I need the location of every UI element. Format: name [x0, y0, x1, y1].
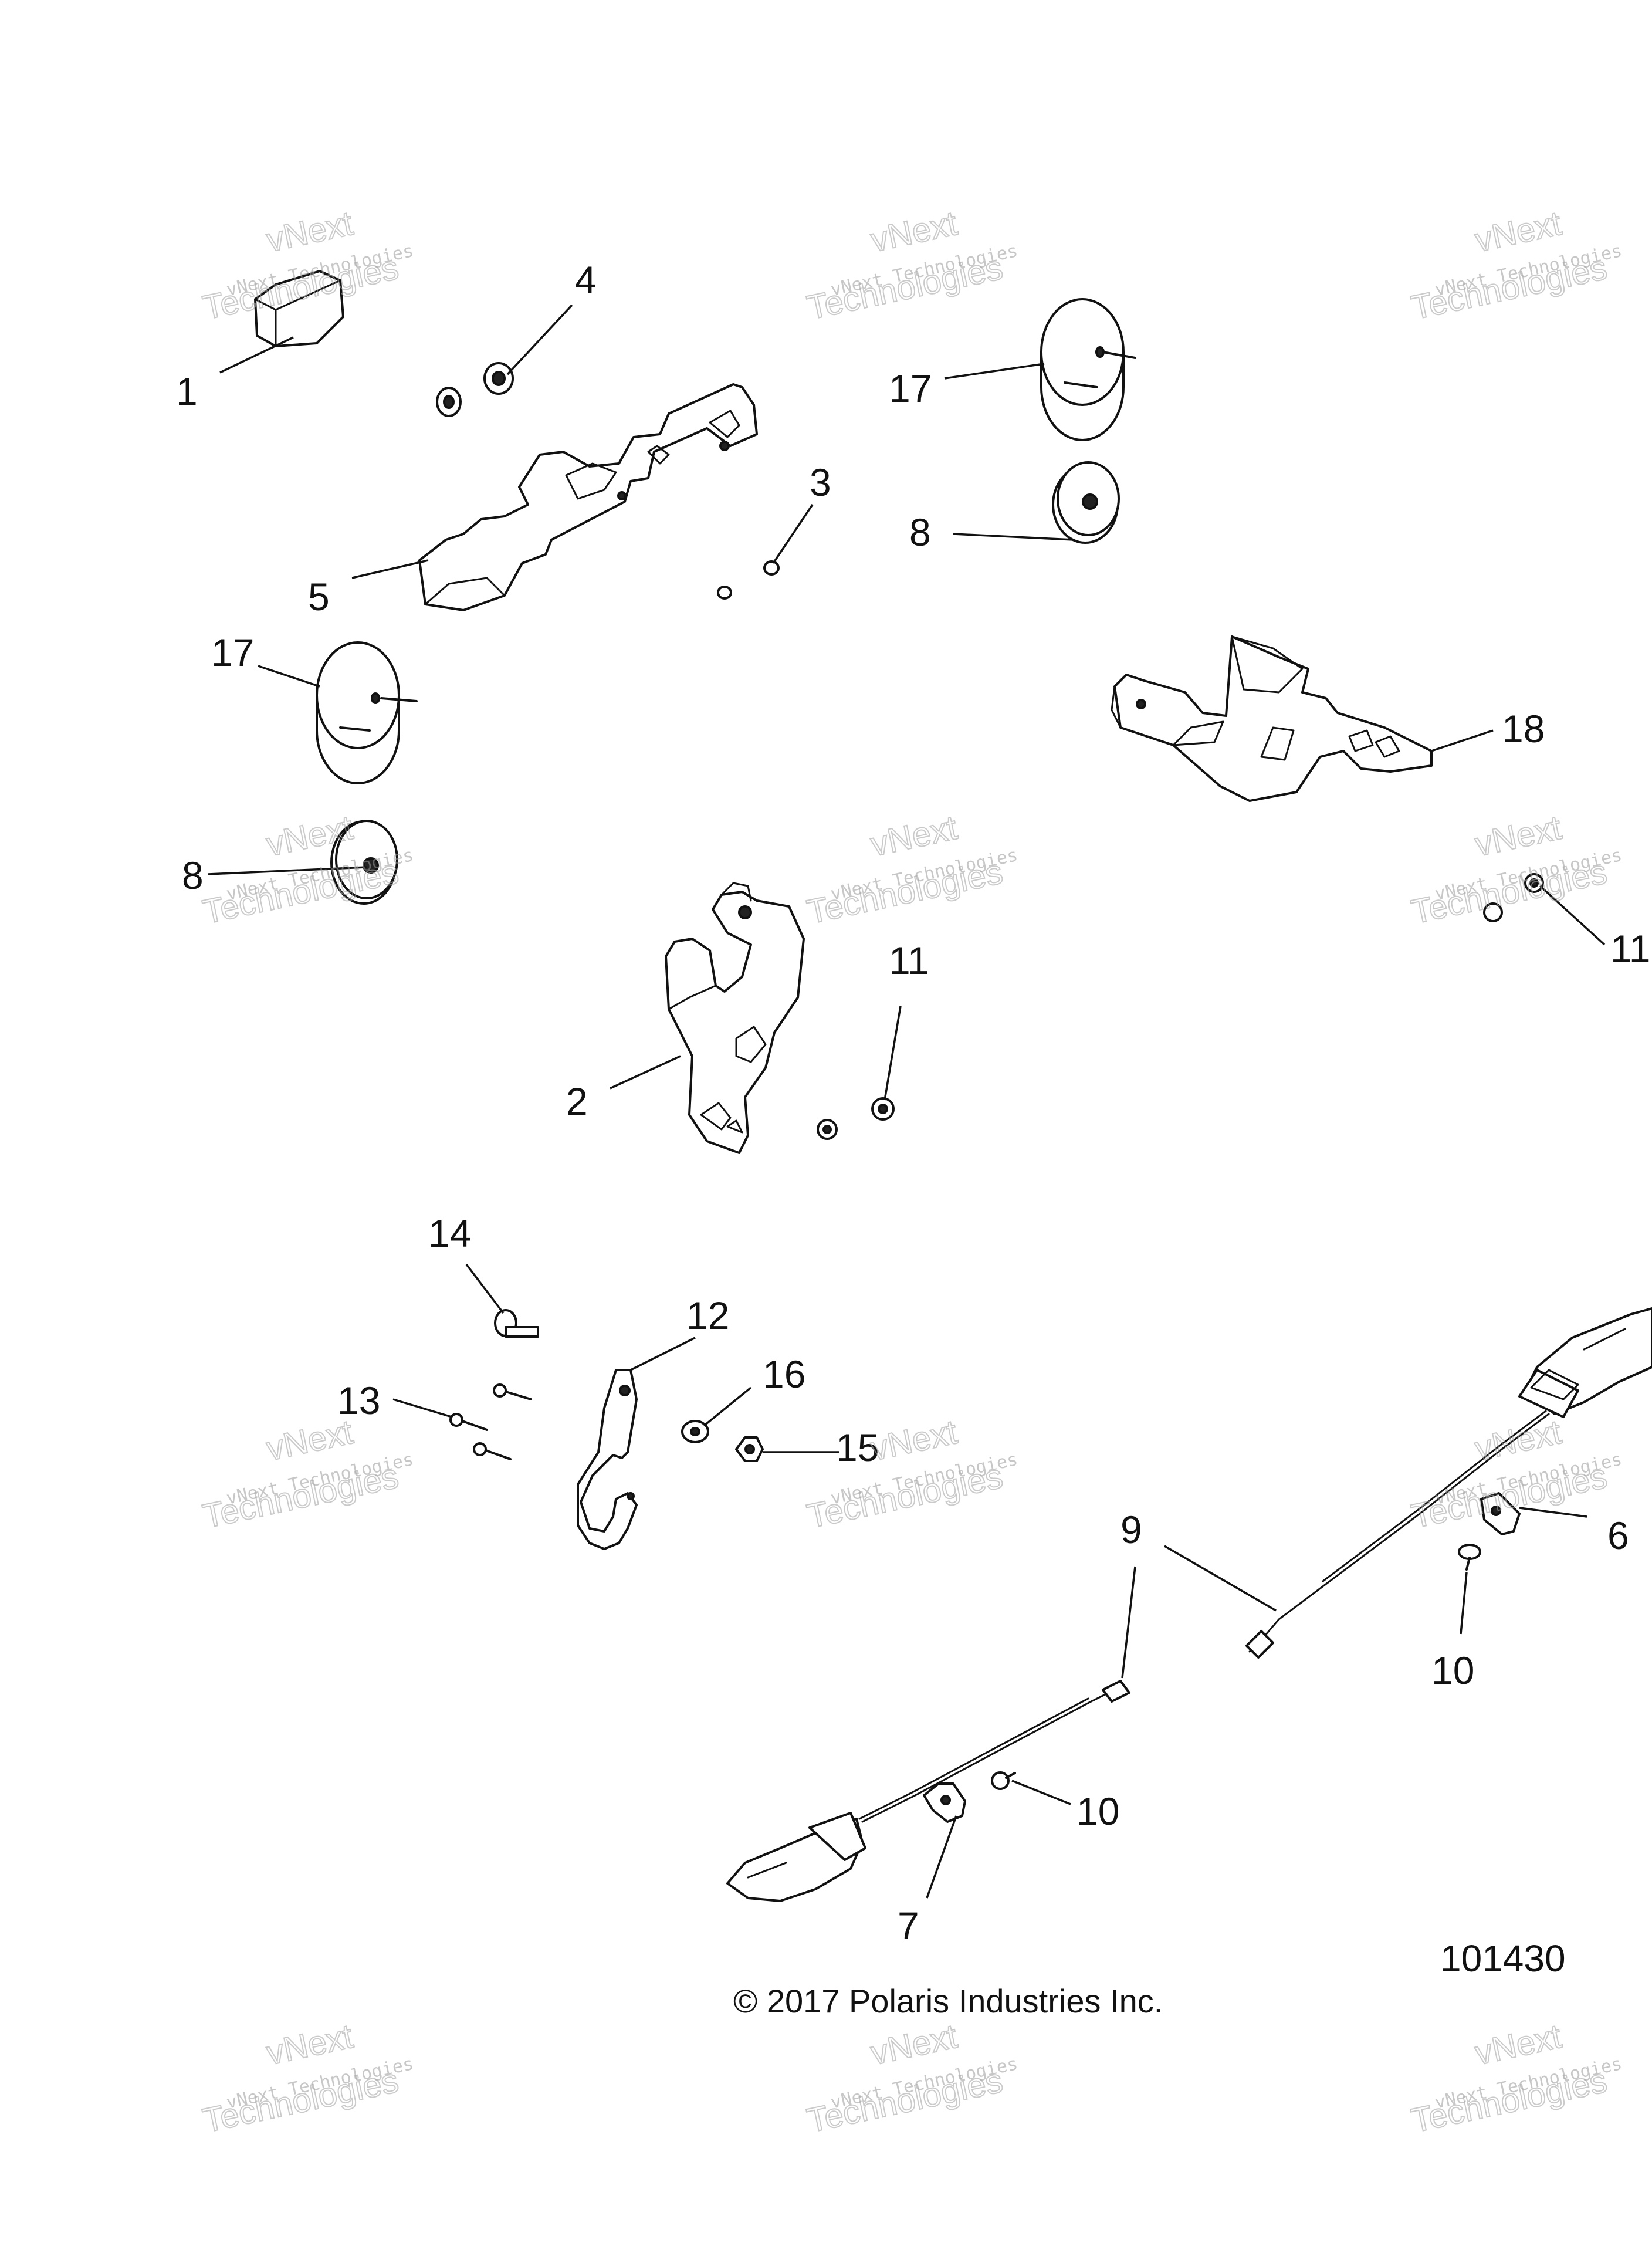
- part-3-nuts: [717, 560, 780, 600]
- callout-15: 15: [836, 1426, 879, 1469]
- callout-11-right: 11: [1610, 927, 1651, 970]
- watermark: vNext vNext Technologies Technologies: [199, 2017, 415, 2140]
- svg-text:Technologies: Technologies: [1408, 248, 1610, 327]
- watermark: vNext vNext Technologies Technologies: [199, 1412, 415, 1536]
- callout-12: 12: [686, 1294, 729, 1337]
- callout-14: 14: [428, 1212, 471, 1255]
- watermarks: vNext vNext Technologies Technologies vN…: [199, 204, 1624, 2140]
- callout-10-upper: 10: [1431, 1649, 1474, 1692]
- svg-text:vNext: vNext: [868, 204, 961, 259]
- svg-text:Technologies: Technologies: [804, 1457, 1006, 1535]
- svg-text:vNext: vNext: [1472, 808, 1565, 864]
- callout-1: 1: [176, 370, 198, 413]
- part-6-clip: [1480, 1492, 1521, 1535]
- part-14-bolt: [494, 1309, 539, 1338]
- callout-17-top: 17: [889, 367, 932, 410]
- svg-text:vNext: vNext: [1472, 2017, 1565, 2072]
- callout-9: 9: [1120, 1508, 1142, 1551]
- svg-text:vNext: vNext: [1472, 204, 1565, 259]
- svg-text:vNext: vNext: [263, 1413, 357, 1468]
- watermark: vNext vNext Technologies Technologies: [803, 2017, 1020, 2140]
- part-13-screws: [449, 1383, 532, 1460]
- part-11-nuts-right: [1483, 873, 1544, 922]
- callout-13: 13: [337, 1379, 380, 1422]
- part-10-screw-lower: [991, 1771, 1016, 1790]
- watermark: vNext vNext Technologies Technologies: [803, 808, 1020, 932]
- svg-text:Technologies: Technologies: [804, 248, 1006, 327]
- svg-text:Technologies: Technologies: [199, 2061, 402, 2140]
- callout-18: 18: [1502, 707, 1545, 750]
- part-15-nut: [735, 1436, 764, 1462]
- part-9-turn-signal-right: [1245, 1307, 1652, 1659]
- callout-10-lower: 10: [1076, 1789, 1119, 1833]
- callout-4: 4: [575, 258, 597, 302]
- watermark: vNext vNext Technologies Technologies: [803, 1412, 1020, 1536]
- leader-lines: [208, 304, 1606, 1899]
- svg-text:vNext: vNext: [868, 808, 961, 864]
- part-10-screw-upper: [1458, 1544, 1481, 1571]
- part-4-spacers: [436, 362, 514, 417]
- svg-text:Technologies: Technologies: [804, 853, 1006, 931]
- callout-3: 3: [810, 461, 831, 504]
- watermark: vNext vNext Technologies Technologies: [1407, 2017, 1624, 2140]
- watermark: vNext vNext Technologies Technologies: [1407, 204, 1624, 327]
- callout-11-center: 11: [889, 939, 929, 982]
- part-2-bracket: [665, 882, 805, 1154]
- watermark: vNext vNext Technologies Technologies: [199, 808, 415, 932]
- callout-5: 5: [308, 575, 330, 618]
- svg-text:vNext: vNext: [263, 2017, 357, 2072]
- part-17-grommet-left: [316, 641, 418, 784]
- part-7-clip: [923, 1782, 966, 1823]
- svg-text:vNext: vNext: [263, 204, 357, 259]
- watermark: vNext vNext Technologies Technologies: [1407, 808, 1624, 932]
- part-16-washer: [681, 1420, 709, 1443]
- svg-text:vNext: vNext: [868, 2017, 961, 2072]
- callouts: 1 4 3 5 17 8 17 18 8 2 11 11 14 12 13 16…: [176, 258, 1651, 1947]
- part-5-bracket: [418, 383, 758, 611]
- callout-8-left: 8: [182, 854, 204, 897]
- callout-16: 16: [763, 1352, 805, 1396]
- part-17-grommet-top: [1040, 298, 1136, 441]
- watermark: vNext vNext Technologies Technologies: [803, 204, 1020, 327]
- svg-text:Technologies: Technologies: [1408, 2061, 1610, 2140]
- svg-text:Technologies: Technologies: [199, 853, 402, 931]
- part-9-turn-signal-left: [726, 1680, 1130, 1902]
- part-11-nuts-center: [817, 1097, 895, 1140]
- svg-text:Technologies: Technologies: [199, 1457, 402, 1535]
- part-8-grommet-top: [1052, 461, 1120, 544]
- callout-8-top: 8: [909, 510, 931, 554]
- callout-17-left: 17: [211, 631, 254, 674]
- callout-2: 2: [566, 1080, 588, 1123]
- part-18-bracket: [1111, 635, 1433, 802]
- callout-7: 7: [898, 1904, 919, 1947]
- copyright-text: © 2017 Polaris Industries Inc.: [733, 1983, 1163, 2019]
- svg-text:Technologies: Technologies: [1408, 853, 1610, 931]
- svg-text:vNext: vNext: [868, 1413, 961, 1468]
- figure-number: 101430: [1440, 1937, 1566, 1980]
- part-8-grommet-left: [330, 820, 398, 905]
- part-12-bracket: [577, 1369, 638, 1550]
- svg-text:vNext: vNext: [1472, 1413, 1565, 1468]
- part-1-cover: [254, 270, 344, 347]
- svg-text:Technologies: Technologies: [804, 2061, 1006, 2140]
- callout-6: 6: [1607, 1514, 1629, 1557]
